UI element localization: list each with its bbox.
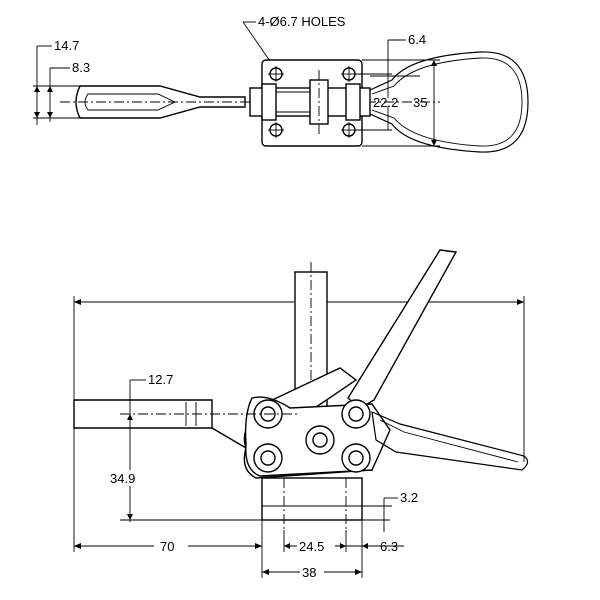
dim-6-4: 6.4 [408,32,426,47]
side-grip [371,411,529,471]
dim-8-3: 8.3 [72,60,90,75]
holes-note: 4-Ø6.7 HOLES [258,14,346,29]
holes-leader [242,21,273,65]
dim-12-7: 12.7 [148,372,173,387]
side-view: 68 12.7 [73,249,529,580]
side-base [261,477,363,521]
dim-34-9: 34.9 [110,471,135,486]
dim-35: 35 [413,95,427,110]
dim-22-2: 22.2 [373,95,398,110]
side-lever-handle [347,249,458,409]
top-view: 4-Ø6.7 HOLES 14.7 8.3 [33,14,529,153]
dim-14-7: 14.7 [54,38,79,53]
dim-6-3: 6.3 [380,539,398,554]
dim-70: 70 [160,539,174,554]
dim-3-2: 3.2 [400,490,418,505]
dim-38: 38 [302,565,316,580]
dim-24-5: 24.5 [299,539,324,554]
